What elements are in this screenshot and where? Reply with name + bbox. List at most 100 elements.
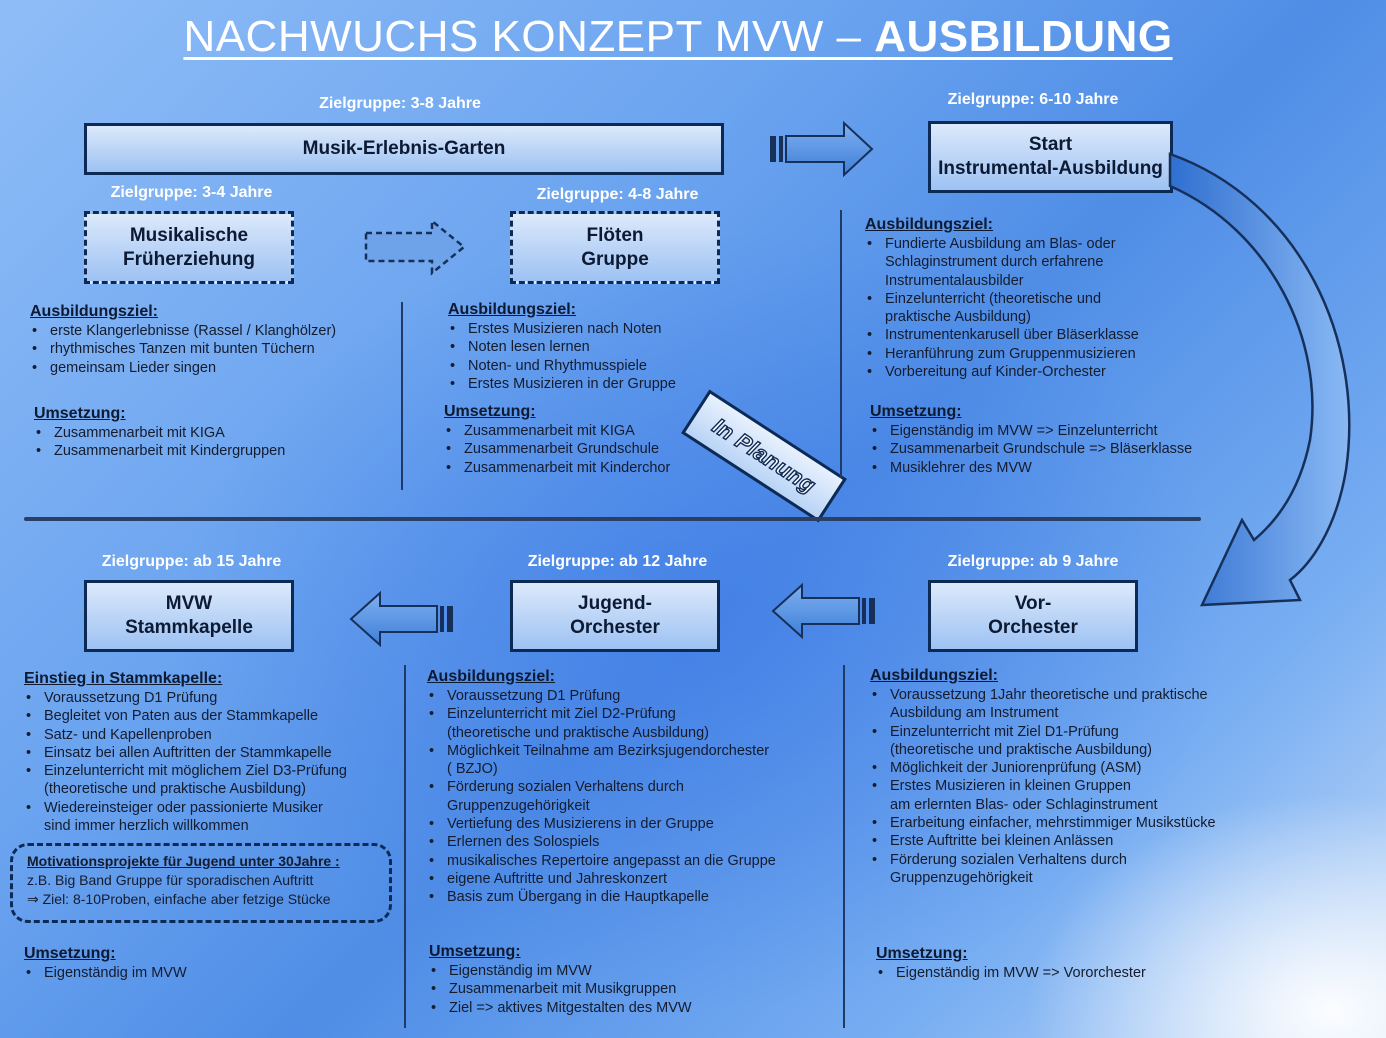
list-item: rhythmisches Tanzen mit bunten Tüchern: [30, 340, 336, 359]
list-item: Fundierte Ausbildung am Blas- oderSchlag…: [865, 235, 1139, 290]
jugend-zielgruppe: Zielgruppe: ab 12 Jahre: [527, 553, 708, 570]
vor-label-2: Orchester: [988, 617, 1078, 638]
stamm-label-2: Stammkapelle: [125, 617, 253, 638]
jugend-ums-head: Umsetzung:: [429, 943, 521, 960]
list-item: Einzelunterricht mit möglichem Ziel D3-P…: [24, 762, 347, 799]
arrow-right-icon: [770, 120, 874, 178]
list-item: Voraussetzung D1 Prüfung: [427, 687, 776, 706]
start-label-2: Instrumental-Ausbildung: [938, 158, 1163, 179]
musik-erlebnis-garten-box: Musik-Erlebnis-Garten: [84, 123, 724, 175]
list-item: Voraussetzung 1Jahr theoretische und pra…: [870, 686, 1216, 723]
vor-section: Ausbildungsziel: Voraussetzung 1Jahr the…: [870, 666, 1216, 887]
list-item: Zusammenarbeit mit Kindergruppen: [34, 442, 285, 461]
divider: [843, 665, 845, 1028]
floeten-zielgruppe: Zielgruppe: 4-8 Jahre: [536, 186, 699, 203]
list-item: Einzelunterricht mit Ziel D2-Prüfung(the…: [427, 705, 776, 742]
divider: [840, 210, 842, 478]
list-item: Möglichkeit Teilnahme am Bezirksjugendor…: [427, 742, 776, 779]
vor-ums-section: Umsetzung: Eigenständig im MVW => Vororc…: [876, 944, 1146, 983]
list-item: Zusammenarbeit Grundschule: [444, 440, 670, 459]
stammkapelle-box: MVW Stammkapelle: [84, 580, 294, 652]
divider: [404, 665, 406, 1028]
vor-ums-head: Umsetzung:: [876, 945, 968, 962]
list-item: Instrumentenkarusell über Bläserklasse: [865, 326, 1139, 345]
stamm-ums-head: Umsetzung:: [24, 945, 116, 962]
jugend-label-1: Jugend-: [578, 593, 652, 614]
stamm-section: Einstieg in Stammkapelle: Voraussetzung …: [24, 669, 347, 835]
list-item: Förderung sozialen Verhaltens durchGrupp…: [870, 851, 1216, 888]
divider: [401, 302, 403, 490]
jugend-orchester-box: Jugend- Orchester: [510, 580, 720, 652]
in-planung-stamp: In Planung: [681, 389, 847, 523]
floeten-ums-head: Umsetzung:: [444, 403, 536, 420]
list-item: Begleitet von Paten aus der Stammkapelle: [24, 707, 347, 726]
list-item: Erstes Musizieren nach Noten: [448, 320, 676, 339]
list-item: Vertiefung des Musizierens in der Gruppe: [427, 815, 776, 834]
list-item: Erarbeitung einfacher, mehrstimmiger Mus…: [870, 814, 1216, 833]
start-ums-section: Umsetzung: Eigenständig im MVW => Einzel…: [870, 402, 1192, 477]
list-item: Zusammenarbeit mit KIGA: [444, 422, 670, 441]
list-item: Zusammenarbeit mit KIGA: [34, 424, 285, 443]
list-item: Voraussetzung D1 Prüfung: [24, 689, 347, 708]
list-item: Ziel => aktives Mitgestalten des MVW: [429, 999, 692, 1018]
start-zielgruppe: Zielgruppe: 6-10 Jahre: [947, 91, 1119, 108]
mega-zielgruppe: Zielgruppe: 3-8 Jahre: [319, 95, 481, 112]
list-item: Einsatz bei allen Auftritten der Stammka…: [24, 744, 347, 763]
list-item: Noten- und Rhythmusspiele: [448, 357, 676, 376]
list-item: Erste Auftritte bei kleinen Anlässen: [870, 832, 1216, 851]
frueh-ums-section: Umsetzung: Zusammenarbeit mit KIGA Zusam…: [34, 404, 285, 461]
list-item: gemeinsam Lieder singen: [30, 359, 336, 378]
list-item: Erlernen des Solospiels: [427, 833, 776, 852]
list-item: Noten lesen lernen: [448, 338, 676, 357]
floeten-section: Ausbildungsziel: Erstes Musizieren nach …: [448, 300, 676, 393]
list-item: Zusammenarbeit mit Musikgruppen: [429, 980, 692, 999]
stamm-ums-section: Umsetzung: Eigenständig im MVW: [24, 944, 187, 983]
frueh-ums-head: Umsetzung:: [34, 405, 126, 422]
frueh-label-2: Früherziehung: [123, 248, 255, 270]
stamm-zielgruppe: Zielgruppe: ab 15 Jahre: [101, 553, 282, 570]
page-title: NACHWUCHS KONZEPT MVW – AUSBILDUNG: [0, 12, 1356, 62]
start-ums-head: Umsetzung:: [870, 403, 962, 420]
list-item: erste Klangerlebnisse (Rassel / Klanghöl…: [30, 322, 336, 341]
list-item: Satz- und Kapellenproben: [24, 726, 347, 745]
floeten-ums-section: Umsetzung: Zusammenarbeit mit KIGA Zusam…: [444, 402, 670, 477]
frueh-section: Ausbildungsziel: erste Klangerlebnisse (…: [30, 302, 336, 377]
frueh-ziel-head: Ausbildungsziel:: [30, 303, 158, 320]
jugend-label-2: Orchester: [570, 617, 660, 638]
vor-zielgruppe: Zielgruppe: ab 9 Jahre: [947, 553, 1119, 570]
stamm-ziel-head: Einstieg in Stammkapelle:: [24, 670, 223, 687]
list-item: Eigenständig im MVW => Einzelunterricht: [870, 422, 1192, 441]
list-item: Einzelunterricht mit Ziel D1-Prüfung(the…: [870, 723, 1216, 760]
list-item: Musiklehrer des MVW: [870, 459, 1192, 478]
section-divider: [24, 517, 1201, 521]
floeten-label-1: Flöten: [586, 224, 644, 246]
floeten-label-2: Gruppe: [581, 248, 649, 270]
vor-orchester-box: Vor- Orchester: [928, 580, 1138, 652]
list-item: Heranführung zum Gruppenmusizieren: [865, 345, 1139, 364]
list-item: Zusammenarbeit mit Kinderchor: [444, 459, 670, 478]
stamm-label-1: MVW: [165, 593, 213, 614]
start-ziel-head: Ausbildungsziel:: [865, 216, 993, 233]
motiv-head: Motivationsprojekte für Jugend unter 30J…: [27, 853, 340, 869]
list-item: Eigenständig im MVW: [429, 962, 692, 981]
curved-arrow-down-icon: [1168, 152, 1351, 607]
motiv-line: ⇒ Ziel: 8-10Proben, einfache aber fetzig…: [27, 891, 331, 907]
vor-ziel-head: Ausbildungsziel:: [870, 667, 998, 684]
list-item: Vorbereitung auf Kinder-Orchester: [865, 363, 1139, 382]
list-item: Zusammenarbeit Grundschule => Bläserklas…: [870, 440, 1192, 459]
list-item: eigene Auftritte und Jahreskonzert: [427, 870, 776, 889]
list-item: Eigenständig im MVW => Vororchester: [876, 964, 1146, 983]
list-item: Möglichkeit der Juniorenprüfung (ASM): [870, 759, 1216, 778]
floeten-ziel-head: Ausbildungsziel:: [448, 301, 576, 318]
mega-label: Musik-Erlebnis-Garten: [302, 138, 506, 159]
arrow-left-icon: [771, 582, 875, 640]
arrow-left-icon: [349, 590, 453, 648]
list-item: Wiedereinsteiger oder passionierte Musik…: [24, 799, 347, 836]
list-item: musikalisches Repertoire angepasst an di…: [427, 852, 776, 871]
vor-label-1: Vor-: [1014, 593, 1052, 614]
list-item: Förderung sozialen Verhaltens durchGrupp…: [427, 778, 776, 815]
